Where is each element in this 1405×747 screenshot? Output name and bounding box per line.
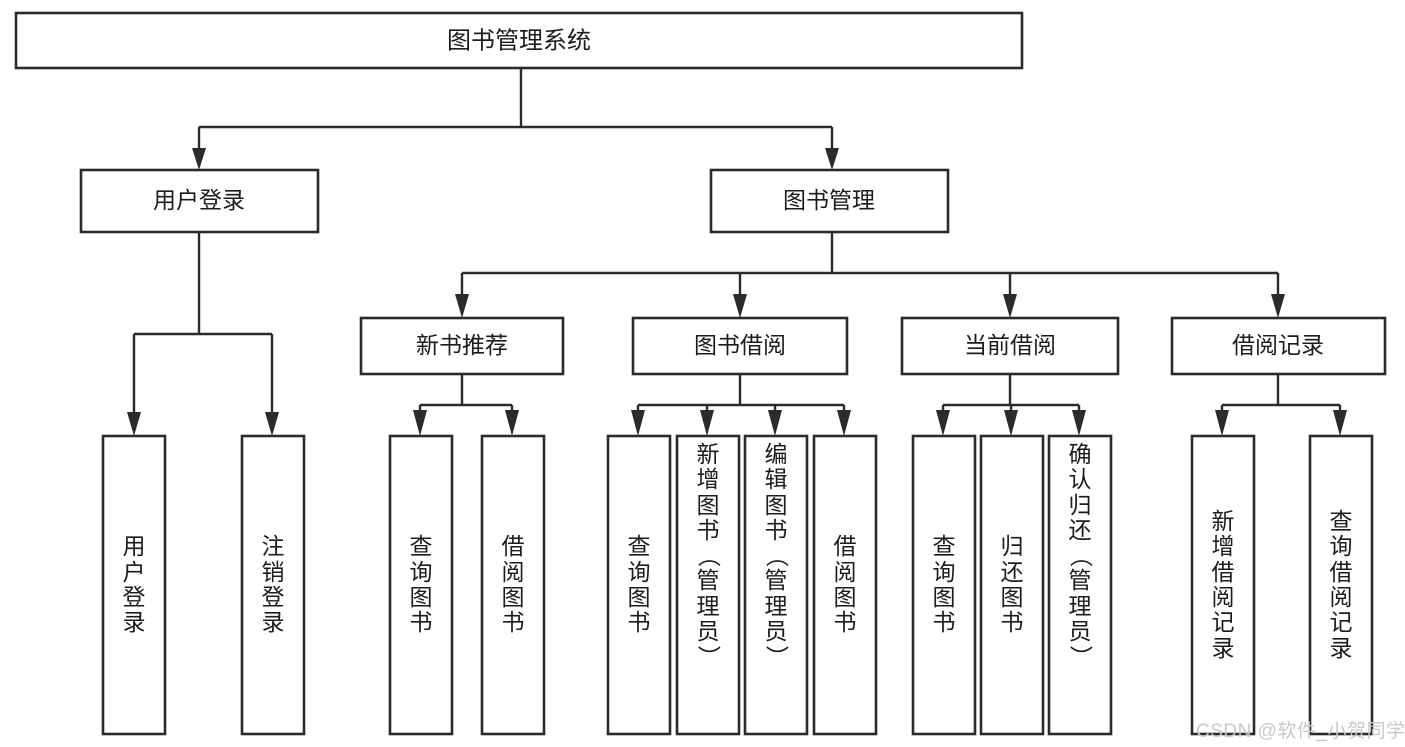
arrow-head-borrow-lend [837, 410, 851, 436]
arrow-head-new-book-recommend [455, 294, 469, 318]
node-borrow-record-box[interactable] [1170, 316, 1387, 376]
arrow-head-current-return [1004, 410, 1018, 436]
node-book-borrow-box[interactable] [631, 316, 849, 376]
node-new-book-recommend-box[interactable] [359, 316, 565, 376]
node-root-system-box[interactable] [14, 11, 1024, 70]
arrow-head-recommend-query [413, 410, 427, 436]
node-user-login[interactable]: 用户登录 [79, 168, 320, 234]
node-book-management-box[interactable] [709, 168, 950, 234]
arrow-head-leaf-logout [265, 412, 279, 436]
node-borrow-record-label: 借阅记录 [1232, 332, 1324, 358]
node-user-login-label: 用户登录 [153, 187, 245, 213]
arrow-head-record-add [1215, 410, 1229, 436]
leaf-box-record-query[interactable] [1308, 434, 1374, 736]
arrow-head-record-query [1333, 410, 1347, 436]
node-current-borrow[interactable]: 当前借阅 [900, 316, 1120, 376]
csdn-watermark: CSDN @软件_小贺同学 [1196, 721, 1405, 742]
node-book-borrow[interactable]: 图书借阅 [631, 316, 849, 376]
leaf-box-logout[interactable] [240, 434, 306, 736]
node-current-borrow-box[interactable] [900, 316, 1120, 376]
leaf-box-recommend-query-book[interactable] [388, 434, 454, 736]
leaf-box-current-query-book[interactable] [911, 434, 977, 736]
node-new-book-recommend[interactable]: 新书推荐 [359, 316, 565, 376]
leaf-box-user-login[interactable] [101, 434, 167, 736]
arrow-head-current-confirm [1072, 410, 1086, 436]
node-new-book-recommend-label: 新书推荐 [416, 332, 508, 358]
arrow-head-leaf-user-login [127, 412, 141, 436]
leaf-box-current-confirm-return[interactable] [1047, 434, 1113, 736]
arrow-head-book-mgmt [825, 148, 839, 170]
node-root-system-label: 图书管理系统 [447, 27, 591, 54]
arrow-head-borrow-add [700, 410, 714, 436]
node-borrow-record[interactable]: 借阅记录 [1170, 316, 1387, 376]
leaf-box-borrow-edit-book[interactable] [743, 434, 809, 736]
leaf-box-current-return-book[interactable] [979, 434, 1045, 736]
arrow-head-user-login [192, 148, 206, 170]
arrow-head-borrow-record [1271, 294, 1285, 318]
node-user-login-box[interactable] [79, 168, 320, 234]
node-root-system[interactable]: 图书管理系统 [14, 11, 1024, 70]
leaf-box-borrow-add-book[interactable] [675, 434, 741, 736]
leaf-box-recommend-borrow-book[interactable] [480, 434, 546, 736]
node-book-management[interactable]: 图书管理 [709, 168, 950, 234]
leaf-box-layer [101, 434, 1374, 736]
arrow-head-borrow-edit [768, 410, 782, 436]
arrow-head-book-borrow [733, 294, 747, 318]
leaf-box-borrow-query-book[interactable] [606, 434, 672, 736]
arrow-head-current-borrow [1003, 294, 1017, 318]
arrow-head-current-query [936, 410, 950, 436]
node-current-borrow-label: 当前借阅 [964, 332, 1056, 358]
leaf-box-record-add[interactable] [1190, 434, 1256, 736]
node-book-management-label: 图书管理 [783, 187, 875, 213]
connector-layer [127, 68, 1347, 436]
leaf-box-borrow-lend-book[interactable] [812, 434, 878, 736]
node-book-borrow-label: 图书借阅 [694, 332, 786, 358]
arrow-head-borrow-query [631, 410, 645, 436]
arrow-head-recommend-borrow [505, 410, 519, 436]
